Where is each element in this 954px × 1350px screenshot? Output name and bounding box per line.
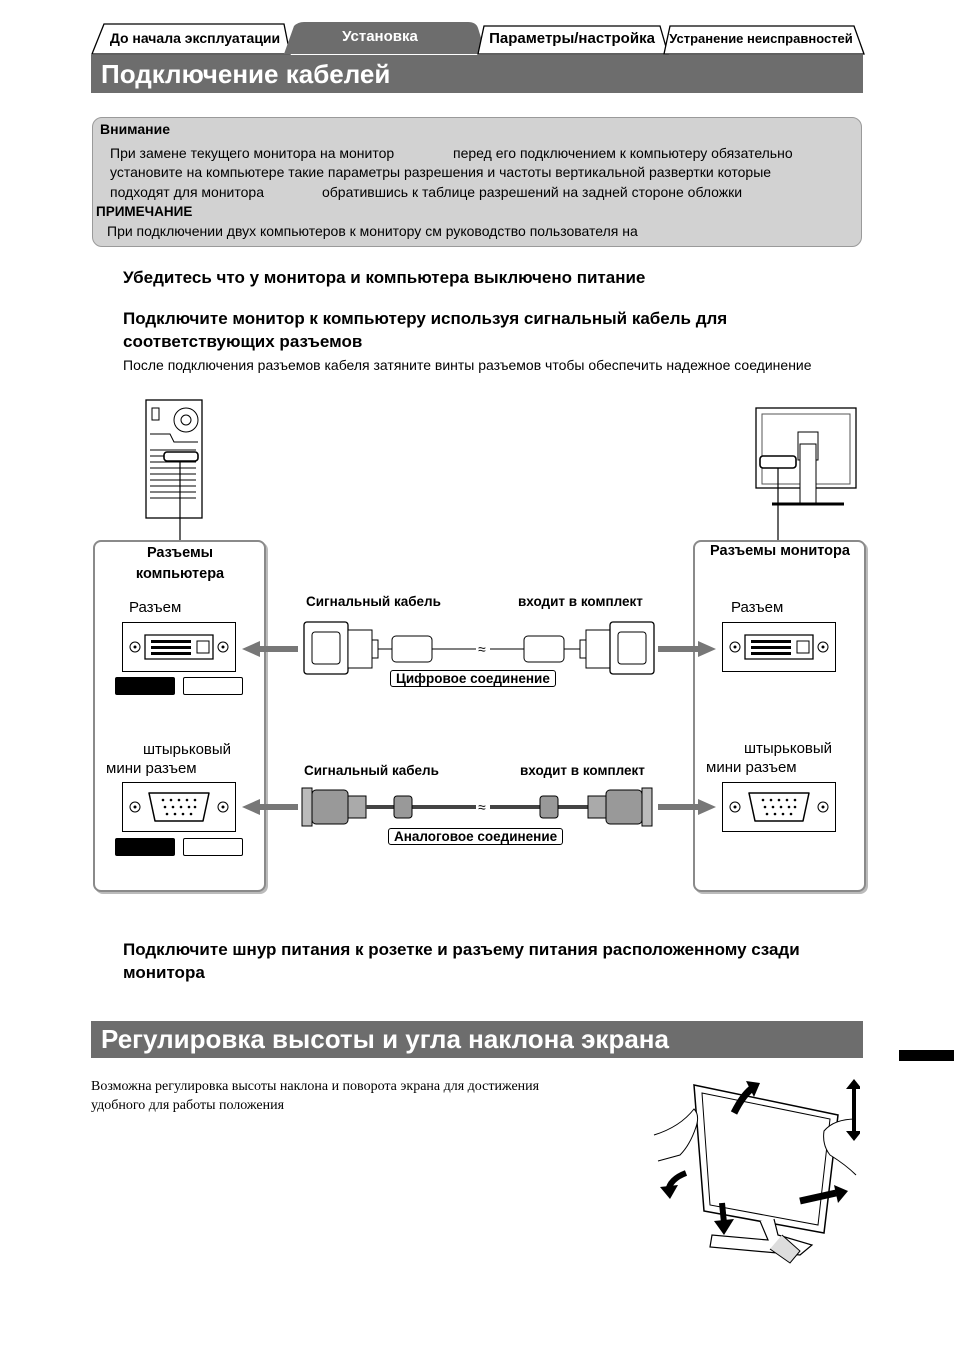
attention-line: подходят для монитора — [110, 184, 264, 200]
digital-signal-cable-label: Сигнальный кабель — [306, 594, 441, 609]
attention-line: обратившись к таблице разрешений на задн… — [322, 184, 743, 200]
computer-tower-illustration — [145, 399, 203, 543]
computer-dsub-tag-light — [183, 838, 243, 856]
monitor-adjustment-illustration — [653, 1079, 860, 1264]
attention-label: Внимание — [100, 121, 170, 137]
section-title-height-tilt: Регулировка высоты и угла наклона экрана — [91, 1021, 863, 1058]
computer-dvi-port — [122, 622, 236, 672]
computer-dvi-tag-light — [183, 677, 243, 695]
tab-strip — [91, 22, 865, 55]
attention-line: установите на компьютере такие параметры… — [110, 164, 772, 180]
monitor-back-illustration — [755, 407, 857, 542]
svg-text:≈: ≈ — [478, 799, 486, 815]
computer-dsub-label-1: штырьковый — [143, 741, 232, 758]
computer-dvi-label: Разъем — [129, 599, 182, 616]
step-3: Подключите шнур питания к розетке и разъ… — [123, 940, 800, 982]
note-line: При подключении двух компьютеров к монит… — [107, 223, 638, 239]
section2-text-line-1: Возможна регулировка высоты наклона и по… — [91, 1079, 540, 1094]
attention-line: При замене текущего монитора на монитор — [110, 145, 395, 161]
computer-connectors-title: Разъемы компьютера — [135, 545, 225, 582]
notice-box: Внимание При замене текущего монитора на… — [92, 117, 862, 247]
section2-text-line-2: удобного для работы положения — [91, 1098, 285, 1113]
step-2-note: После подключения разъемов кабеля затяни… — [123, 357, 812, 373]
computer-dsub-label-2: мини разъем — [106, 760, 197, 777]
monitor-dvi-label: Разъем — [731, 599, 784, 616]
note-label: ПРИМЕЧАНИЕ — [96, 204, 193, 219]
computer-connectors-panel — [93, 540, 266, 892]
tab-troubleshooting[interactable]: Устранение неисправностей — [669, 30, 853, 46]
monitor-dsub-label-1: штырьковый — [744, 740, 833, 757]
section-title-cables: Подключение кабелей — [91, 55, 863, 93]
analog-signal-cable-label: Сигнальный кабель — [304, 763, 439, 778]
monitor-dvi-port — [722, 622, 836, 672]
digital-connection-caption: Цифровое соединение — [390, 670, 556, 687]
computer-dsub-tag-dark — [115, 838, 175, 856]
digital-included-label: входит в комплект — [518, 594, 643, 609]
computer-dsub-port — [122, 782, 236, 832]
monitor-connectors-title: Разъемы монитора — [710, 543, 850, 559]
analog-included-label: входит в комплект — [520, 763, 645, 778]
monitor-connectors-panel — [693, 540, 866, 892]
step-1: Убедитесь что у монитора и компьютера вы… — [123, 268, 646, 287]
analog-connection-caption: Аналоговое соединение — [388, 828, 564, 845]
tab-settings[interactable]: Параметры/настройка — [489, 29, 655, 47]
attention-line: перед его подключением к компьютеру обяз… — [453, 145, 793, 161]
page-edge-tab — [899, 1050, 954, 1061]
monitor-dsub-label-2: мини разъем — [706, 759, 797, 776]
step-2: Подключите монитор к компьютеру использу… — [123, 309, 728, 351]
computer-dvi-tag-dark — [115, 677, 175, 695]
tab-before-use[interactable]: До начала эксплуатации — [109, 30, 281, 46]
analog-cable-illustration: ≈ — [242, 787, 716, 827]
svg-text:≈: ≈ — [478, 641, 486, 657]
monitor-dsub-port — [722, 782, 836, 832]
digital-cable-illustration: ≈ — [242, 621, 716, 675]
tab-installation[interactable]: Установка — [342, 27, 418, 45]
